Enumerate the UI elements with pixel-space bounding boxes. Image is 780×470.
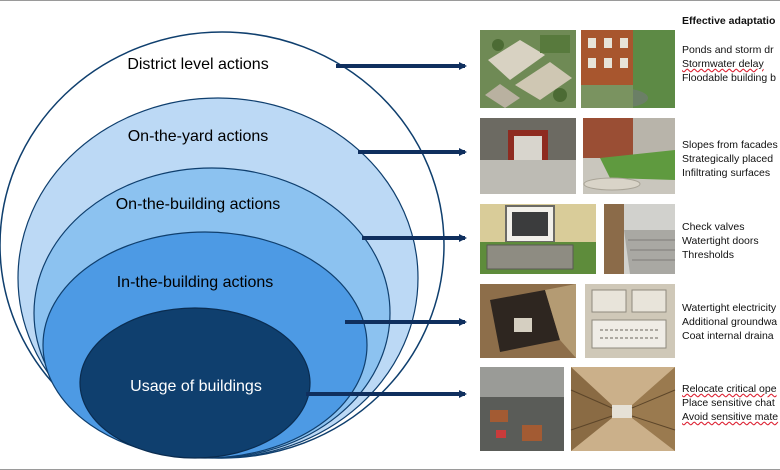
list-item: Check valves xyxy=(682,221,745,233)
aerial-neighbourhood-photo xyxy=(480,30,576,108)
list-item: Floodable building b xyxy=(682,72,776,84)
on-building-label: On-the-building actions xyxy=(116,196,281,213)
list-item: Additional groundwa xyxy=(682,316,778,328)
archive-shelves-photo xyxy=(570,367,676,451)
list-item: Ponds and storm dr xyxy=(682,44,774,56)
electrical-panel-photo xyxy=(585,284,675,358)
usage-actions-list: Relocate critical ope Place sensitive ch… xyxy=(682,382,778,424)
building-entrance-photo xyxy=(480,118,576,194)
yard-lawn-photo xyxy=(583,118,675,194)
yard-level-label: On-the-yard actions xyxy=(128,128,269,145)
district-actions-list: Ponds and storm dr Stormwater delay Floo… xyxy=(682,43,776,85)
list-item: Watertight doors xyxy=(682,235,759,247)
on-building-actions-list: Check valves Watertight doors Thresholds xyxy=(682,220,759,262)
pond-courtyard-photo xyxy=(581,30,675,108)
list-item: Watertight electricity xyxy=(682,302,777,314)
list-item: Strategically placed xyxy=(682,153,774,165)
panel-heading: Effective adaptatio xyxy=(682,15,776,27)
list-item: Infiltrating surfaces xyxy=(682,167,771,179)
stairwell-photo xyxy=(604,204,675,274)
flooded-storage-photo xyxy=(480,367,564,451)
list-item: Avoid sensitive mate xyxy=(682,411,779,423)
list-item: Place sensitive chat xyxy=(682,397,775,409)
list-item: Relocate critical ope xyxy=(682,383,777,395)
list-item: Thresholds xyxy=(682,249,734,261)
in-building-label: In-the-building actions xyxy=(117,274,274,291)
list-item: Slopes from facades xyxy=(682,139,778,151)
usage-label: Usage of buildings xyxy=(130,378,262,395)
in-building-actions-list: Watertight electricity Additional ground… xyxy=(682,301,777,343)
list-item: Stormwater delay xyxy=(682,58,764,70)
usage-ellipse xyxy=(79,307,311,459)
yard-actions-list: Slopes from facades Strategically placed… xyxy=(682,138,778,180)
basement-window-photo xyxy=(480,204,596,274)
floor-hatch-photo xyxy=(480,284,576,358)
district-level-label: District level actions xyxy=(127,56,268,73)
list-item: Coat internal draina xyxy=(682,330,774,342)
